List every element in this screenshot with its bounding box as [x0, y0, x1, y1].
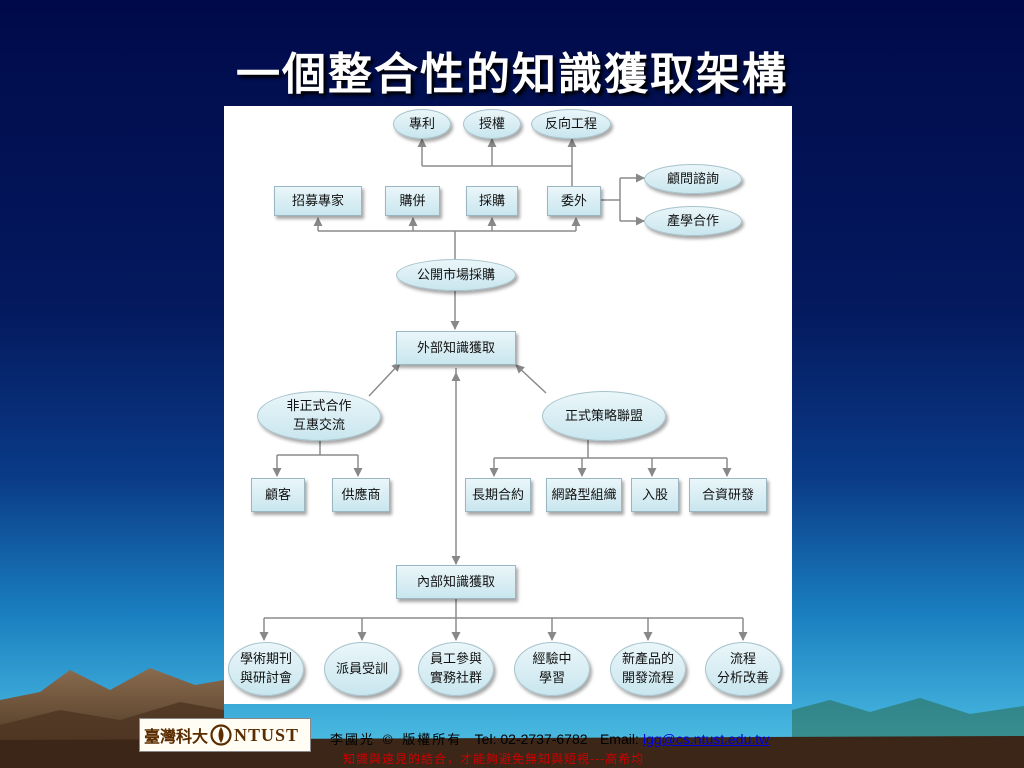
- node-recruit-experts: 招募專家: [274, 186, 362, 216]
- node-formal-alliance: 正式策略聯盟: [542, 391, 666, 441]
- footer-motto: 知識與遠見的結合，才能夠避免無知與短視---高希均: [343, 752, 645, 766]
- ntust-logo: 臺灣科大 NTUST: [139, 718, 311, 752]
- university-emblem-icon: [210, 724, 232, 746]
- node-external-acquisition: 外部知識獲取: [396, 331, 516, 365]
- copyright-text: 李國光 © 版權所有: [330, 733, 463, 748]
- node-procurement: 採購: [466, 186, 518, 216]
- node-learning-experience: 經驗中 學習: [514, 642, 590, 696]
- email-link[interactable]: lgg@cs.ntust.edu.tw: [643, 731, 770, 747]
- node-suppliers: 供應商: [332, 478, 390, 512]
- node-long-term-contract: 長期合約: [465, 478, 531, 512]
- node-industry-academia: 產學合作: [644, 206, 742, 236]
- node-merger-acquisition: 購併: [385, 186, 440, 216]
- email-label: Email:: [599, 731, 639, 747]
- node-consulting: 顧問諮詢: [644, 164, 742, 194]
- knowledge-acquisition-diagram: 專利 授權 反向工程 招募專家 購併 採購 委外 顧問諮詢 產學合作 公開市場採…: [224, 106, 792, 704]
- node-internal-acquisition: 內部知識獲取: [396, 565, 516, 599]
- node-informal-cooperation: 非正式合作 互惠交流: [257, 391, 381, 441]
- node-journals-conferences: 學術期刊 與研討會: [228, 642, 304, 696]
- node-process-analysis: 流程 分析改善: [705, 642, 781, 696]
- connector-lines: [259, 138, 748, 641]
- node-network-organization: 網路型組織: [546, 478, 622, 512]
- node-license: 授權: [463, 109, 521, 139]
- node-outsourcing: 委外: [547, 186, 601, 216]
- node-joint-rnd: 合資研發: [689, 478, 767, 512]
- node-equity-investment: 入股: [631, 478, 679, 512]
- node-staff-training: 派員受訓: [324, 642, 400, 696]
- tel-text: Tel: 02-2737-6782: [474, 731, 588, 747]
- slide-title: 一個整合性的知識獲取架構: [236, 49, 788, 100]
- logo-abbreviation: NTUST: [234, 724, 300, 745]
- logo-chinese-text: 臺灣科大: [144, 727, 209, 746]
- node-patent: 專利: [393, 109, 451, 139]
- node-reverse-engineering: 反向工程: [531, 109, 611, 139]
- node-product-development: 新產品的 開發流程: [610, 642, 686, 696]
- node-open-market: 公開市場採購: [396, 259, 516, 291]
- footer-contact: 李國光 © 版權所有 Tel: 02-2737-6782 Email: lgg@…: [330, 729, 769, 748]
- node-customers: 顧客: [251, 478, 305, 512]
- node-community-practice: 員工參與 實務社群: [418, 642, 494, 696]
